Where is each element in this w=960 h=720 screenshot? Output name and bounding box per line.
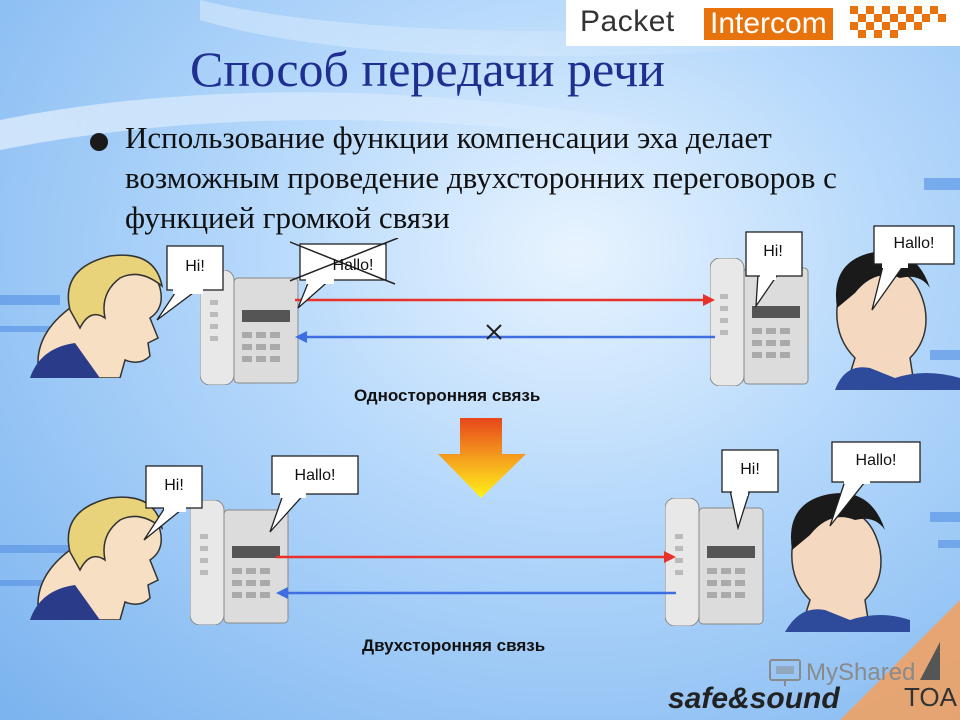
bubble-hallo-bottom-right-text: Hallo!: [855, 452, 897, 469]
bubble-hi-top-right-text: Hi!: [763, 243, 783, 260]
bubble-hi-bottom-right: [721, 449, 779, 530]
caption-one-way: Односторонняя связь: [354, 386, 541, 405]
page-title: Способ передачи речи: [190, 41, 665, 97]
bullet-dot: [90, 133, 108, 151]
bubble-hi-bottom-left: [143, 465, 203, 541]
bubble-hallo-top-left-text: Hallo!: [332, 257, 374, 274]
logo-checker-pattern: [850, 6, 946, 38]
bottom-arrows: [276, 551, 676, 599]
phone-top-left: [200, 270, 299, 385]
bullet-text: Использование функции компенсации эха де…: [125, 120, 837, 235]
toa-logo-icon: [920, 642, 940, 680]
bubble-hallo-bottom-left-text: Hallo!: [294, 467, 336, 484]
logo-packet-text: Packet: [580, 5, 675, 38]
bubble-hi-top-left: [156, 245, 224, 321]
top-arrows: [295, 294, 715, 343]
transition-down-arrow: [438, 418, 526, 498]
safe-and-sound-logo: safe&sound: [668, 682, 840, 715]
bubble-hallo-top-right-text: Hallo!: [893, 235, 935, 252]
woman-figure-bottom: [30, 496, 164, 620]
presentation-icon: [769, 659, 801, 686]
phone-bottom-right: [665, 498, 764, 626]
bubble-hi-top-right: [745, 231, 803, 308]
toa-logo-text: TOA: [904, 682, 957, 712]
bubble-hallo-bottom-right: [829, 441, 921, 527]
watermark-text: MyShared: [806, 659, 916, 686]
woman-figure-top: [30, 254, 164, 378]
orange-corner-decoration: [840, 600, 960, 720]
bubble-hallo-bottom-left: [269, 455, 359, 533]
bubble-hi-top-left-text: Hi!: [185, 258, 205, 275]
caption-two-way: Двухсторонняя связь: [362, 636, 546, 655]
phone-top-right: [710, 258, 809, 386]
bubble-hi-bottom-right-text: Hi!: [740, 461, 760, 478]
bubble-hallo-top-left-crossed: [290, 238, 399, 309]
logo-intercom-text: Intercom: [704, 8, 833, 40]
bubble-hallo-top-right: [871, 225, 955, 311]
man-figure-bottom: [785, 493, 910, 632]
phone-bottom-left: [190, 500, 289, 625]
bubble-hi-bottom-left-text: Hi!: [164, 477, 184, 494]
